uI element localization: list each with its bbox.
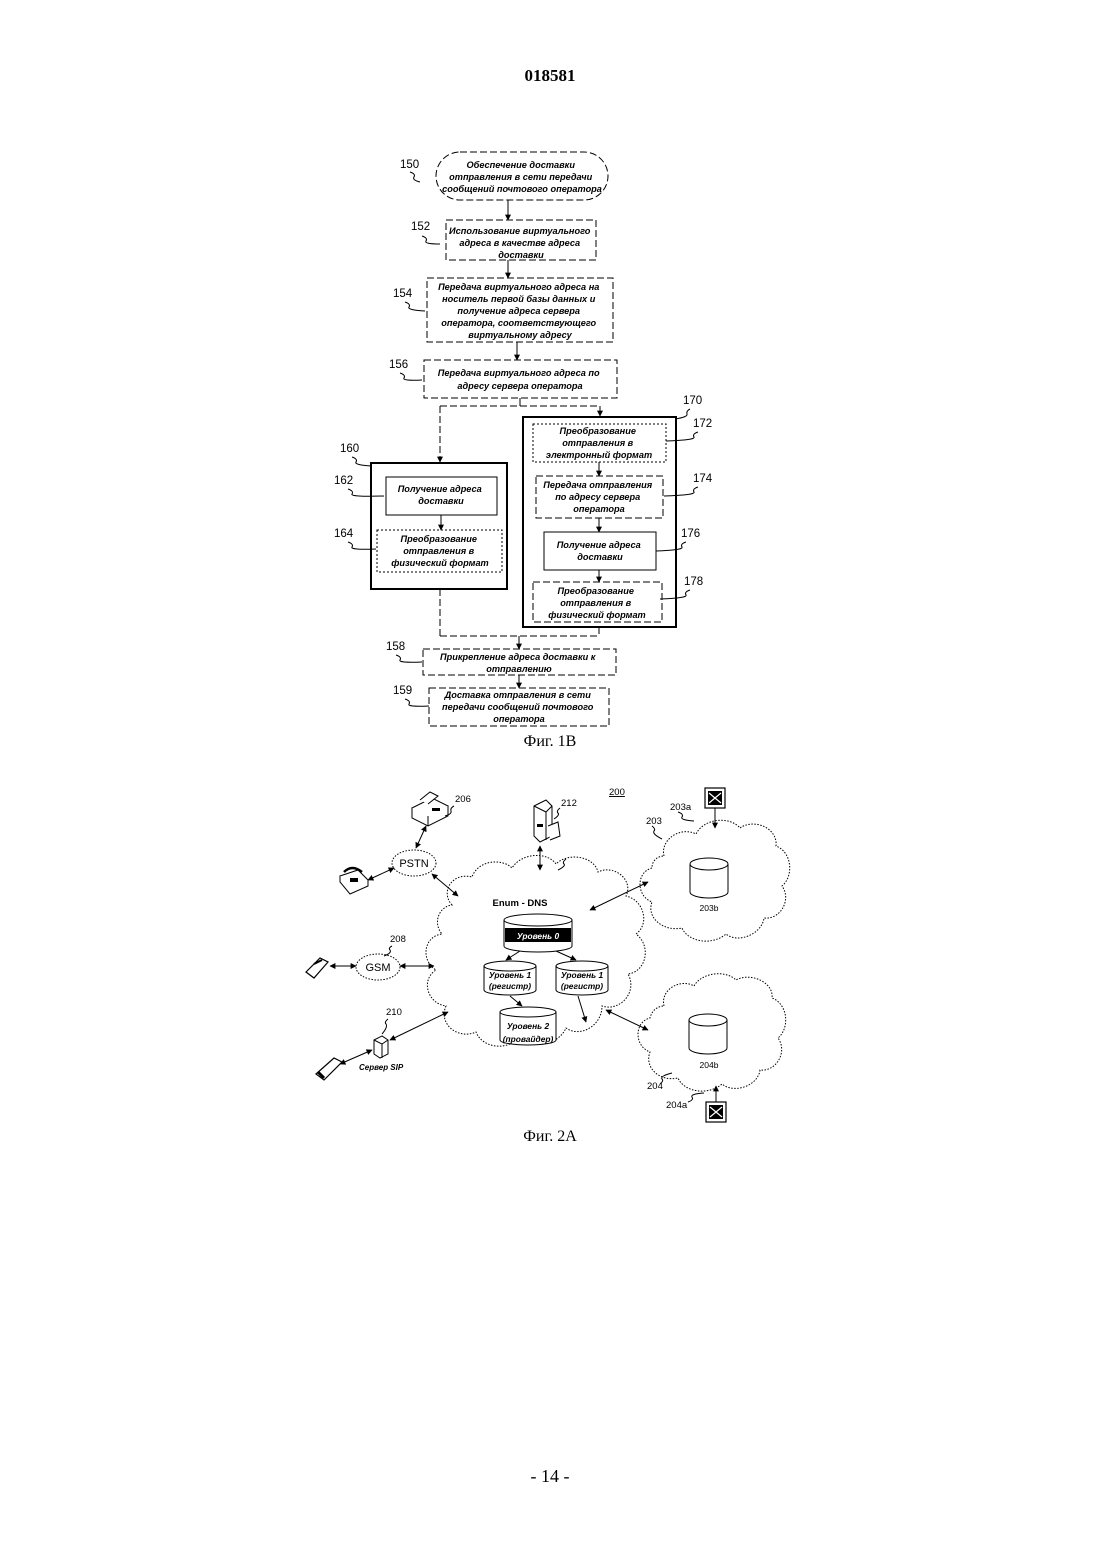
step-152-text: Использование виртуального адреса в каче… — [449, 226, 593, 260]
ref-204: 204 — [647, 1081, 663, 1092]
db-level-0: Уровень 0 — [504, 914, 572, 952]
ref-164: 164 — [334, 528, 354, 540]
fax-machine-icon — [412, 792, 448, 826]
step-164-text: Преобразование отправления в физический … — [391, 534, 488, 568]
ref-200: 200 — [609, 787, 625, 798]
step-156-box — [424, 360, 617, 398]
ref-154: 154 — [393, 288, 413, 300]
label-203b: 203b — [700, 903, 719, 913]
ref-203: 203 — [646, 816, 662, 827]
enum-dns-title: Enum - DNS — [493, 898, 548, 909]
ref-172: 172 — [693, 418, 712, 430]
svg-text:Уровень 0: Уровень 0 — [517, 931, 560, 941]
ref-160: 160 — [340, 443, 359, 455]
mobile-phone-icon — [306, 958, 328, 978]
fig1b-caption: Фиг. 1B — [0, 733, 1100, 751]
ref-156: 156 — [389, 359, 408, 371]
step-172-text: Преобразование отправления в электронный… — [546, 426, 652, 460]
db-203b — [690, 858, 728, 898]
mail-envelope-icon — [705, 788, 725, 808]
step-154-text: Передача виртуального адреса на носитель… — [438, 282, 602, 340]
svg-text:Уровень 1(регистр): Уровень 1(регистр) — [489, 970, 532, 991]
ref-174: 174 — [693, 473, 713, 485]
step-176-box — [544, 532, 656, 570]
db-level-1b: Уровень 1(регистр) — [556, 961, 608, 995]
step-150-text: Обеспечение доставки отправления в сети … — [442, 160, 602, 194]
pstn-label: PSTN — [399, 858, 428, 870]
step-162-text: Получение адреса доставки — [398, 484, 485, 506]
mail-envelope-icon — [706, 1102, 726, 1122]
ref-152: 152 — [411, 221, 430, 233]
cell-phone-icon — [316, 1058, 342, 1080]
ref-206: 206 — [455, 794, 471, 805]
ref-210: 210 — [386, 1007, 402, 1018]
ref-212: 212 — [561, 798, 577, 809]
ref-176: 176 — [681, 528, 700, 540]
desk-phone-icon — [340, 868, 368, 894]
db-204b — [689, 1014, 727, 1054]
ref-203a: 203a — [670, 802, 692, 813]
db-level-2: Уровень 2(провайдер) — [500, 1007, 556, 1045]
fig2a-caption: Фиг. 2A — [0, 1128, 1100, 1146]
svg-text:Уровень 1(регистр): Уровень 1(регистр) — [561, 970, 604, 991]
ref-162: 162 — [334, 475, 353, 487]
db-level-1a: Уровень 1(регистр) — [484, 961, 536, 995]
step-158-text: Прикрепление адреса доставки к отправлен… — [440, 652, 598, 674]
group-160-box — [371, 463, 507, 589]
dns-server-212-icon — [534, 800, 560, 842]
sip-server-icon — [374, 1036, 388, 1058]
ref-208: 208 — [390, 934, 406, 945]
sip-server-label: Сервер SIP — [359, 1063, 404, 1072]
ref-170: 170 — [683, 395, 702, 407]
step-176-text: Получение адреса доставки — [557, 540, 644, 562]
ref-204a: 204a — [666, 1100, 688, 1111]
page-number: - 14 - — [0, 1466, 1100, 1487]
gsm-label: GSM — [365, 962, 390, 974]
ref-178: 178 — [684, 576, 703, 588]
step-159-text: Доставка отправления в сети передачи соо… — [442, 690, 596, 724]
ref-150: 150 — [400, 159, 419, 171]
fig2a-network-diagram: 200 Enum - DNS Уровень 0 Уровень 1(регис… — [306, 787, 790, 1122]
ref-158: 158 — [386, 641, 405, 653]
step-174-text: Передача отправления по адресу сервера о… — [543, 480, 655, 514]
step-156-text: Передача виртуального адреса по адресу с… — [438, 368, 602, 391]
fig1b-flowchart: Обеспечение доставки отправления в сети … — [334, 152, 713, 726]
label-204b: 204b — [700, 1060, 719, 1070]
step-178-text: Преобразование отправления в физический … — [548, 586, 645, 620]
ref-159: 159 — [393, 685, 412, 697]
